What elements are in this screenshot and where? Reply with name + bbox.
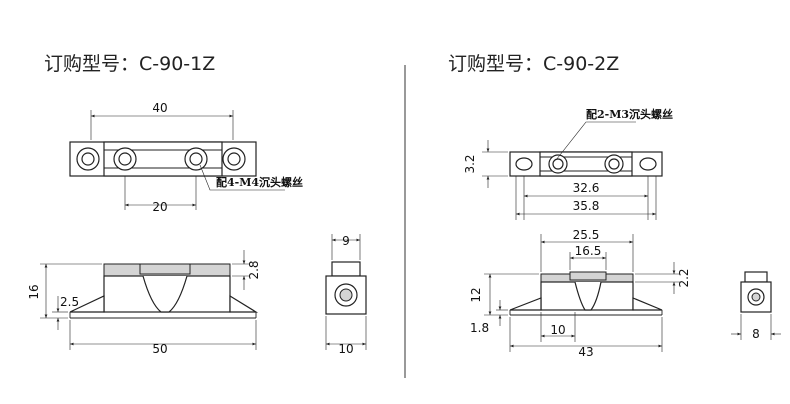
right-front-view (484, 234, 680, 352)
right-side-view (731, 271, 781, 340)
right-dim-front-top-outer: 25.5 (573, 228, 600, 242)
left-dim-top-width: 40 (152, 101, 167, 115)
right-dim-front-height: 12 (469, 287, 483, 302)
left-front-view (40, 250, 259, 350)
right-dim-top-inner: 32.6 (573, 181, 600, 195)
right-dim-front-width: 43 (578, 345, 593, 359)
left-dim-hole-pitch: 20 (152, 200, 167, 214)
right-dim-front-body: 10 (550, 323, 565, 337)
right-screw-callout: 配2-M3沉头螺丝 (586, 107, 673, 121)
left-dim-front-width: 50 (152, 342, 167, 356)
right-top-view (482, 121, 663, 220)
left-dim-side-bottom: 10 (338, 342, 353, 356)
left-model-title: 订购型号：C-90-1Z (44, 53, 216, 75)
left-top-view (69, 110, 285, 210)
right-model-title: 订购型号：C-90-2Z (448, 53, 620, 75)
right-dim-flange: 1.8 (470, 321, 489, 335)
left-screw-callout: 配4-M4沉头螺丝 (216, 175, 303, 189)
left-dim-front-height: 16 (27, 284, 41, 299)
left-dim-front-top: 2.8 (247, 260, 261, 279)
right-dim-side-bottom: 8 (752, 327, 760, 341)
right-dim-front-top: 2.2 (677, 268, 691, 287)
right-dim-front-top-inner: 16.5 (575, 244, 602, 258)
left-dim-flange: 2.5 (60, 295, 79, 309)
right-dim-top-outer: 35.8 (573, 199, 600, 213)
left-side-view (325, 234, 367, 350)
left-dim-side-top: 9 (342, 234, 350, 248)
right-dim-top-height: 3.2 (463, 154, 477, 173)
